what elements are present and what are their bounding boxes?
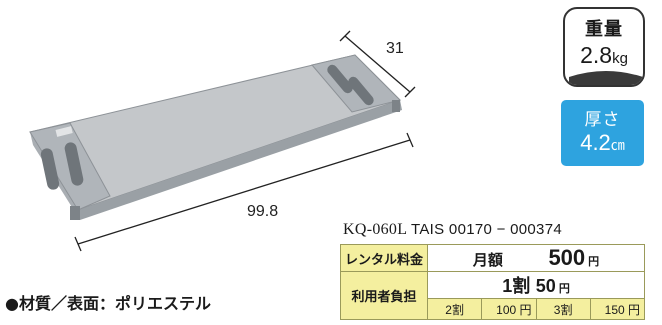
weight-badge: 重量 2.8kg <box>563 7 645 87</box>
three-split-label: 3割 <box>535 298 591 320</box>
weight-title: 重量 <box>585 19 623 40</box>
width-dimension-label: 31 <box>386 40 404 57</box>
board-image <box>29 54 402 220</box>
thickness-value: 4.2㎝ <box>561 130 644 156</box>
thickness-title: 厚さ <box>584 110 621 130</box>
weight-value: 2.8kg <box>565 42 643 69</box>
user-burden-label: 利用者負担 <box>340 271 428 320</box>
model-name: KQ-060L <box>343 221 407 238</box>
one-split-yen: 円 <box>558 282 570 295</box>
weight-number: 2.8 <box>580 42 613 68</box>
model-code: KQ-060L TAIS 00170 − 000374 <box>343 221 562 239</box>
one-split-price: 50 <box>535 276 556 296</box>
length-dimension-line <box>74 132 414 252</box>
three-split-price: 150 円 <box>589 298 646 320</box>
scale-base-icon <box>569 71 643 85</box>
one-split-label: 1割 <box>502 276 531 296</box>
monthly-price: 500 <box>548 245 586 270</box>
weight-unit: kg <box>612 50 628 67</box>
monthly-label: 月額 <box>472 251 503 269</box>
thickness-number: 4.2 <box>580 130 611 155</box>
material-info: ●材質／表面：ポリエステル <box>5 294 211 313</box>
width-dimension-line <box>339 30 416 98</box>
monthly-yen: 円 <box>588 255 600 268</box>
tais-code: TAIS 00170 − 000374 <box>411 221 562 238</box>
thickness-unit: ㎝ <box>610 137 625 153</box>
two-split-label: 2割 <box>426 298 483 320</box>
length-dimension-label: 99.8 <box>247 203 279 220</box>
thickness-badge: 厚さ 4.2㎝ <box>561 100 644 166</box>
two-split-price: 100 円 <box>481 298 537 320</box>
rental-fee-label: レンタル料金 <box>340 244 428 272</box>
